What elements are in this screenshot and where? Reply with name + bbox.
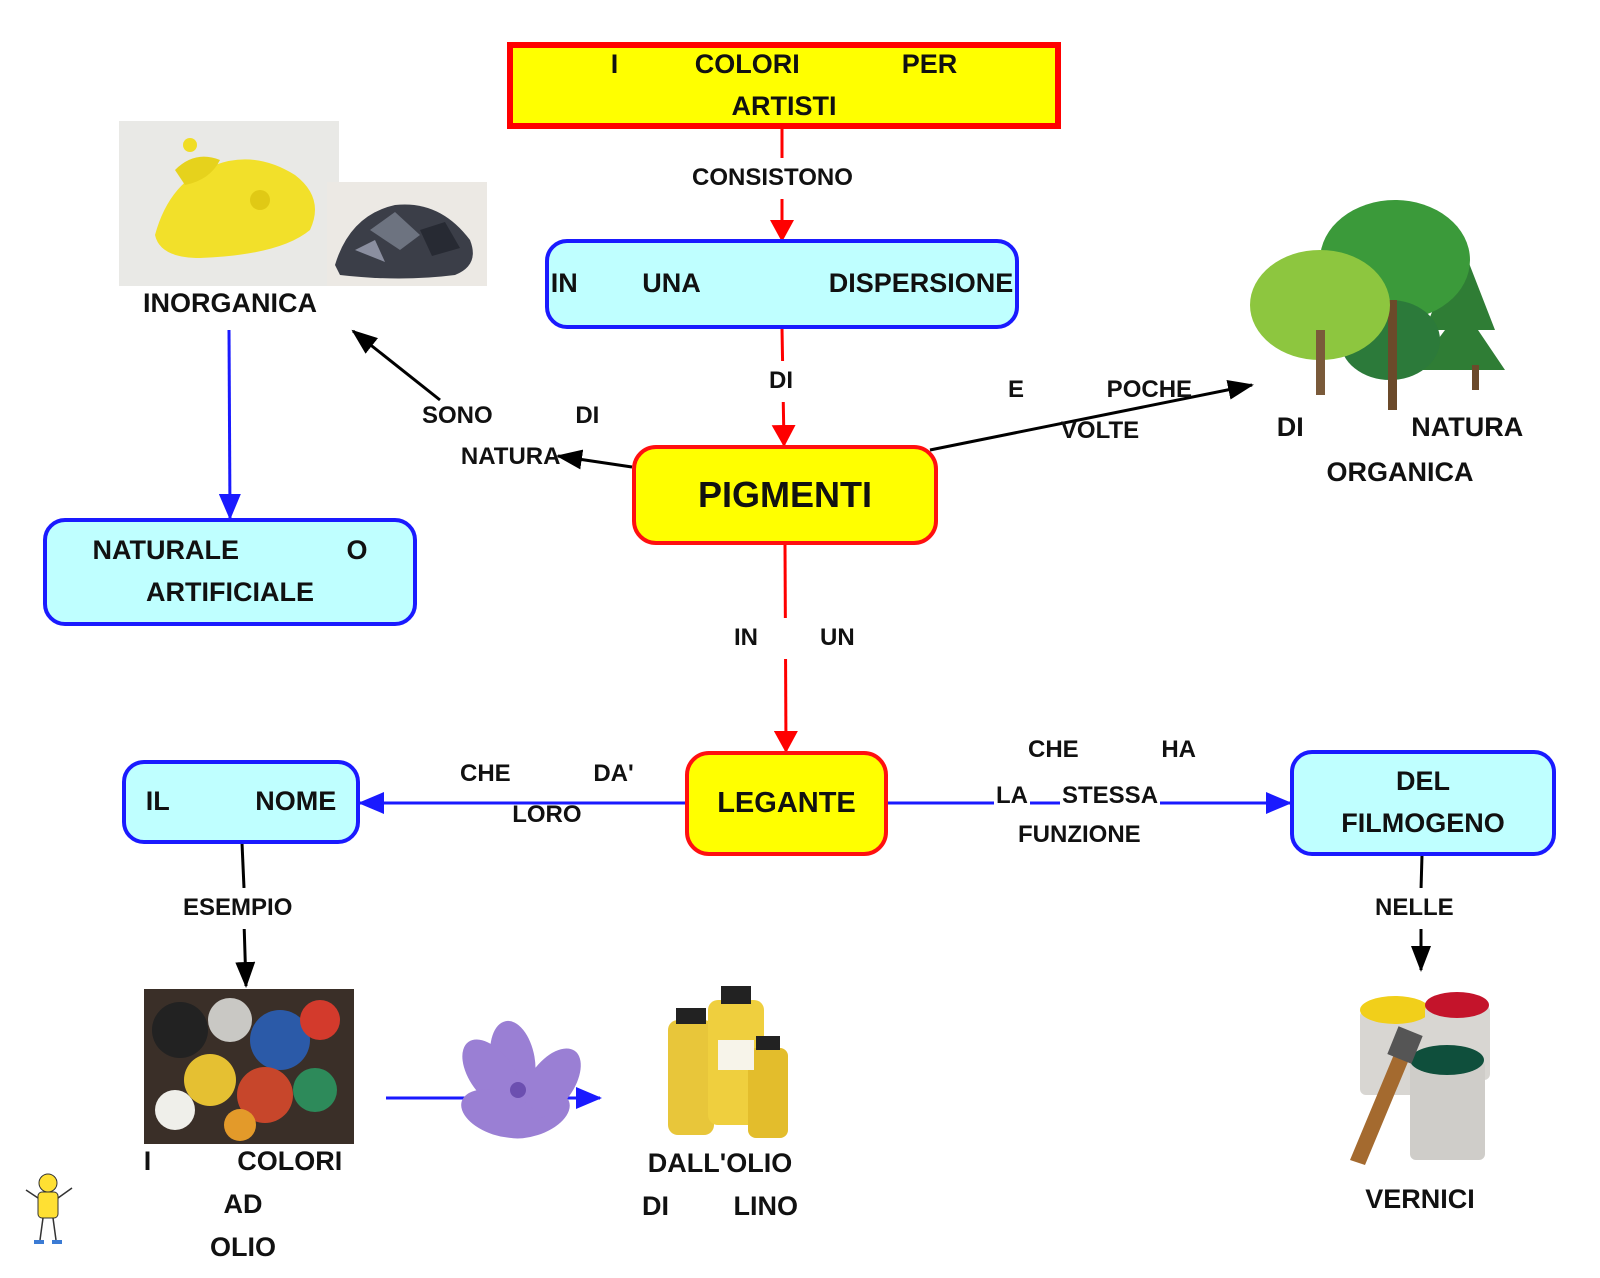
node-pigmenti: PIGMENTI (632, 445, 938, 545)
label-esempio: ESEMPIO (181, 888, 295, 929)
node-il-nome: IL NOME (122, 760, 360, 844)
caption-colori-ad-olio: I COLORI AD OLIO (143, 1146, 343, 1263)
label-e-poche-volte: E POCHE VOLTE (1008, 376, 1193, 444)
caption-vernici: VERNICI (1365, 1184, 1475, 1214)
title-text: I COLORI PER ARTISTI (610, 48, 1060, 121)
arrow-esempio-to-colori (235, 921, 256, 988)
label-stessa: STESSA (1060, 776, 1161, 817)
arrow-filmogeno-to-nelle (1419, 854, 1424, 891)
caption-di-natura-organica: DI NATURA ORGANICA (1276, 412, 1524, 487)
label-di: DI (767, 361, 795, 402)
label-consistono: CONSISTONO (690, 158, 855, 199)
label-la: LA (994, 776, 1030, 817)
node-legante: LEGANTE (685, 751, 888, 856)
caption-inorganica: INORGANICA (143, 288, 317, 318)
node-dispersione-text: IN UNA DISPERSIONE (550, 268, 1014, 299)
title-box: I COLORI PER ARTISTI (507, 42, 1061, 129)
node-dispersione: IN UNA DISPERSIONE (545, 239, 1019, 329)
caption-olio-di-lino: DALL'OLIO DI LINO (642, 1148, 798, 1222)
arrow-sono-to-inorganica (351, 329, 441, 402)
arrow-pigmenti-to-natura (556, 449, 633, 470)
node-nome-text: IL NOME (145, 786, 337, 817)
label-che-ha: CHE HA (1026, 730, 1199, 771)
arrow-pigmenti-to-organica (929, 379, 1254, 452)
node-filmogeno: DEL FILMOGENO (1290, 750, 1556, 856)
arrow-nome-to-esempio (240, 842, 246, 889)
label-funzione: FUNZIONE (1016, 815, 1143, 856)
node-legante-text: LEGANTE (717, 787, 856, 820)
node-naturale-artificiale: NATURALE O ARTIFICIALE (43, 518, 417, 626)
node-naturale-text: NATURALE O ARTIFICIALE (92, 535, 368, 607)
arrow-inorganica-to-naturale (218, 329, 241, 520)
label-in-un: IN UN (732, 618, 857, 659)
node-pigmenti-text: PIGMENTI (697, 474, 872, 516)
label-sono-di-natura: SONO DI NATURA (422, 402, 600, 470)
label-nelle: NELLE (1373, 888, 1456, 929)
node-filmogeno-text: DEL FILMOGENO (1341, 766, 1505, 838)
label-che-da-loro: CHE DA' LORO (460, 760, 634, 828)
